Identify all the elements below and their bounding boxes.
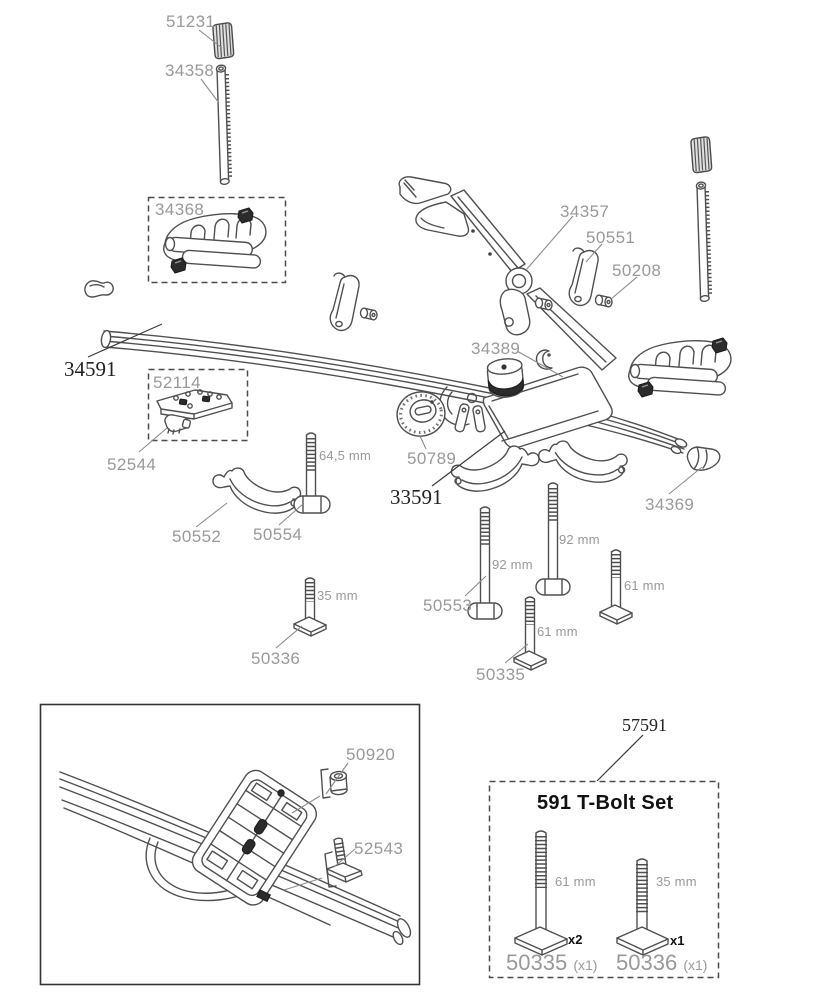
- wheel-hook-mid-drawing: [450, 445, 540, 492]
- leader-lines: [138, 29, 703, 891]
- part-label-50553: 50553: [423, 596, 473, 615]
- knob-cap-left-drawing: [212, 22, 235, 60]
- arm-support-drawing: [534, 247, 613, 311]
- set-part-50335-pack: (x1): [573, 957, 598, 973]
- part-label-50552: 50552: [172, 527, 222, 546]
- tbolt-92-right-drawing: [535, 482, 571, 596]
- dim-label-61mm-right: 61 mm: [624, 578, 665, 593]
- dim-label-35mm: 35 mm: [317, 588, 358, 603]
- set-bolt-35-drawing: [616, 858, 669, 956]
- carrier-body-drawing: [439, 358, 613, 449]
- part-label-50335: 50335: [476, 665, 526, 684]
- dim-label-64-5mm: 64,5 mm: [319, 448, 371, 463]
- set-qty-x1: x1: [670, 933, 685, 948]
- dim-label-92mm-right: 92 mm: [559, 532, 600, 547]
- tbolt-50554-drawing: [293, 432, 331, 514]
- part-label-50208: 50208: [612, 261, 662, 280]
- part-label-34368: 34368: [155, 200, 205, 219]
- kit-box-34368: [147, 196, 287, 284]
- part-label-34357: 34357: [560, 202, 610, 221]
- inset-plate-drawing: [191, 769, 318, 906]
- part-label-34591: 34591: [64, 357, 117, 381]
- part-label-50789: 50789: [407, 449, 457, 468]
- spacer-part-drawing: [320, 768, 348, 799]
- part-label-50336: 50336: [251, 649, 301, 668]
- adapter-kit-drawing: [156, 389, 233, 420]
- set-qty-x2: x2: [568, 932, 583, 947]
- part-label-33591: 33591: [390, 485, 443, 509]
- tension-rod-left-drawing: [214, 62, 233, 187]
- tbolt-detail-drawing: [324, 837, 363, 888]
- arm-support-left-drawing: [329, 272, 378, 332]
- wheel-hook-drawing: [212, 467, 302, 514]
- part-label-34369: 34369: [645, 495, 695, 514]
- detail-inset-box: [39, 703, 421, 986]
- wheel-holder-right-drawing: [627, 337, 732, 398]
- dim-label-61mm-left: 61 mm: [537, 624, 578, 639]
- set-part-50336-pack: (x1): [683, 957, 708, 973]
- kit-box-52114: [147, 368, 249, 442]
- part-label-57591: 57591: [622, 715, 667, 735]
- knob-drawing: [396, 391, 446, 437]
- tbolt-50336-drawing: [293, 577, 327, 637]
- tbolt-set-box: [488, 780, 720, 979]
- part-label-52543: 52543: [354, 839, 404, 858]
- part-label-34389: 34389: [471, 339, 521, 358]
- tbolt-61-right-drawing: [599, 549, 633, 625]
- set-part-50335-number: 50335: [506, 950, 568, 975]
- tbolt-50553-drawing: [467, 506, 503, 620]
- part-label-52544: 52544: [107, 455, 157, 474]
- set-part-50336-number: 50336: [616, 950, 678, 975]
- adapter-clip-drawing: [164, 414, 192, 435]
- knob-cap-right-drawing: [690, 136, 713, 174]
- part-label-51231: 51231: [166, 12, 216, 31]
- dim-label-92mm-left: 92 mm: [492, 557, 533, 572]
- set-dim-35mm: 35 mm: [656, 874, 697, 889]
- part-label-50554: 50554: [253, 525, 303, 544]
- rail-drawing: [100, 329, 688, 455]
- tension-rod-right-drawing: [694, 179, 713, 304]
- part-label-34358: 34358: [165, 61, 215, 80]
- part-label-52114: 52114: [153, 373, 202, 392]
- set-part-50336: 50336 (x1): [616, 952, 707, 974]
- rail-clip-drawing: [84, 280, 114, 298]
- wheel-hook-right-drawing: [536, 433, 630, 490]
- end-cap-drawing: [686, 446, 721, 471]
- part-label-50551: 50551: [586, 228, 636, 247]
- leader-lines-dark: [87, 323, 644, 782]
- part-label-50920: 50920: [346, 745, 396, 764]
- tbolt-set-title: 591 T-Bolt Set: [537, 792, 674, 814]
- set-dim-61mm: 61 mm: [555, 874, 596, 889]
- tbolt-50335-drawing: [513, 596, 547, 671]
- set-part-50335: 50335 (x1): [506, 952, 597, 974]
- set-bolt-61-drawing: [514, 830, 568, 956]
